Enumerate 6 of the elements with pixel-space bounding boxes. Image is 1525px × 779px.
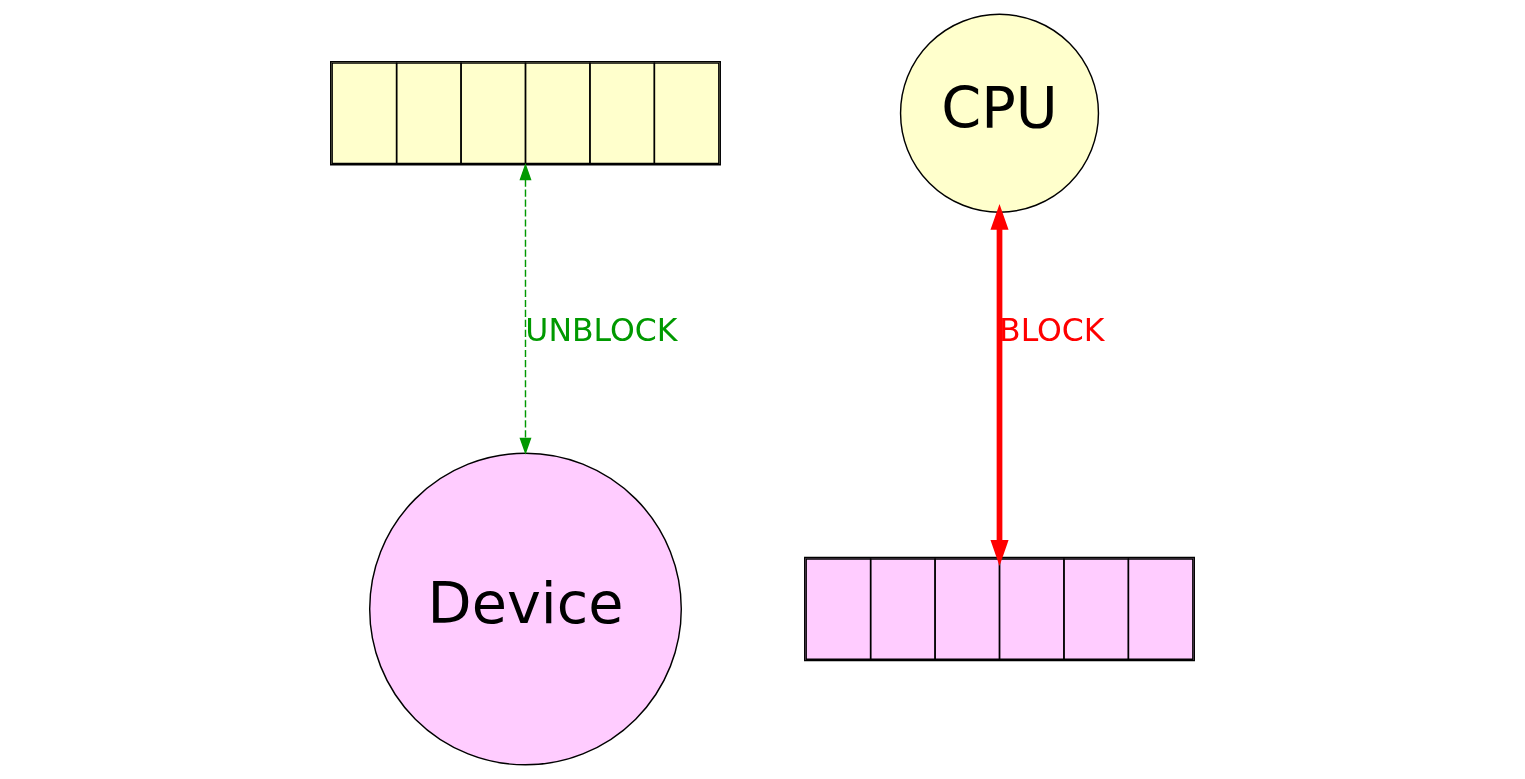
- edge-label: BLOCK: [999, 311, 1105, 348]
- arrow: [990, 204, 1009, 566]
- edge-label: UNBLOCK: [525, 311, 678, 348]
- node-circle: CPU: [899, 13, 1100, 213]
- node-circle: Device: [369, 452, 682, 766]
- arrow: [519, 162, 532, 455]
